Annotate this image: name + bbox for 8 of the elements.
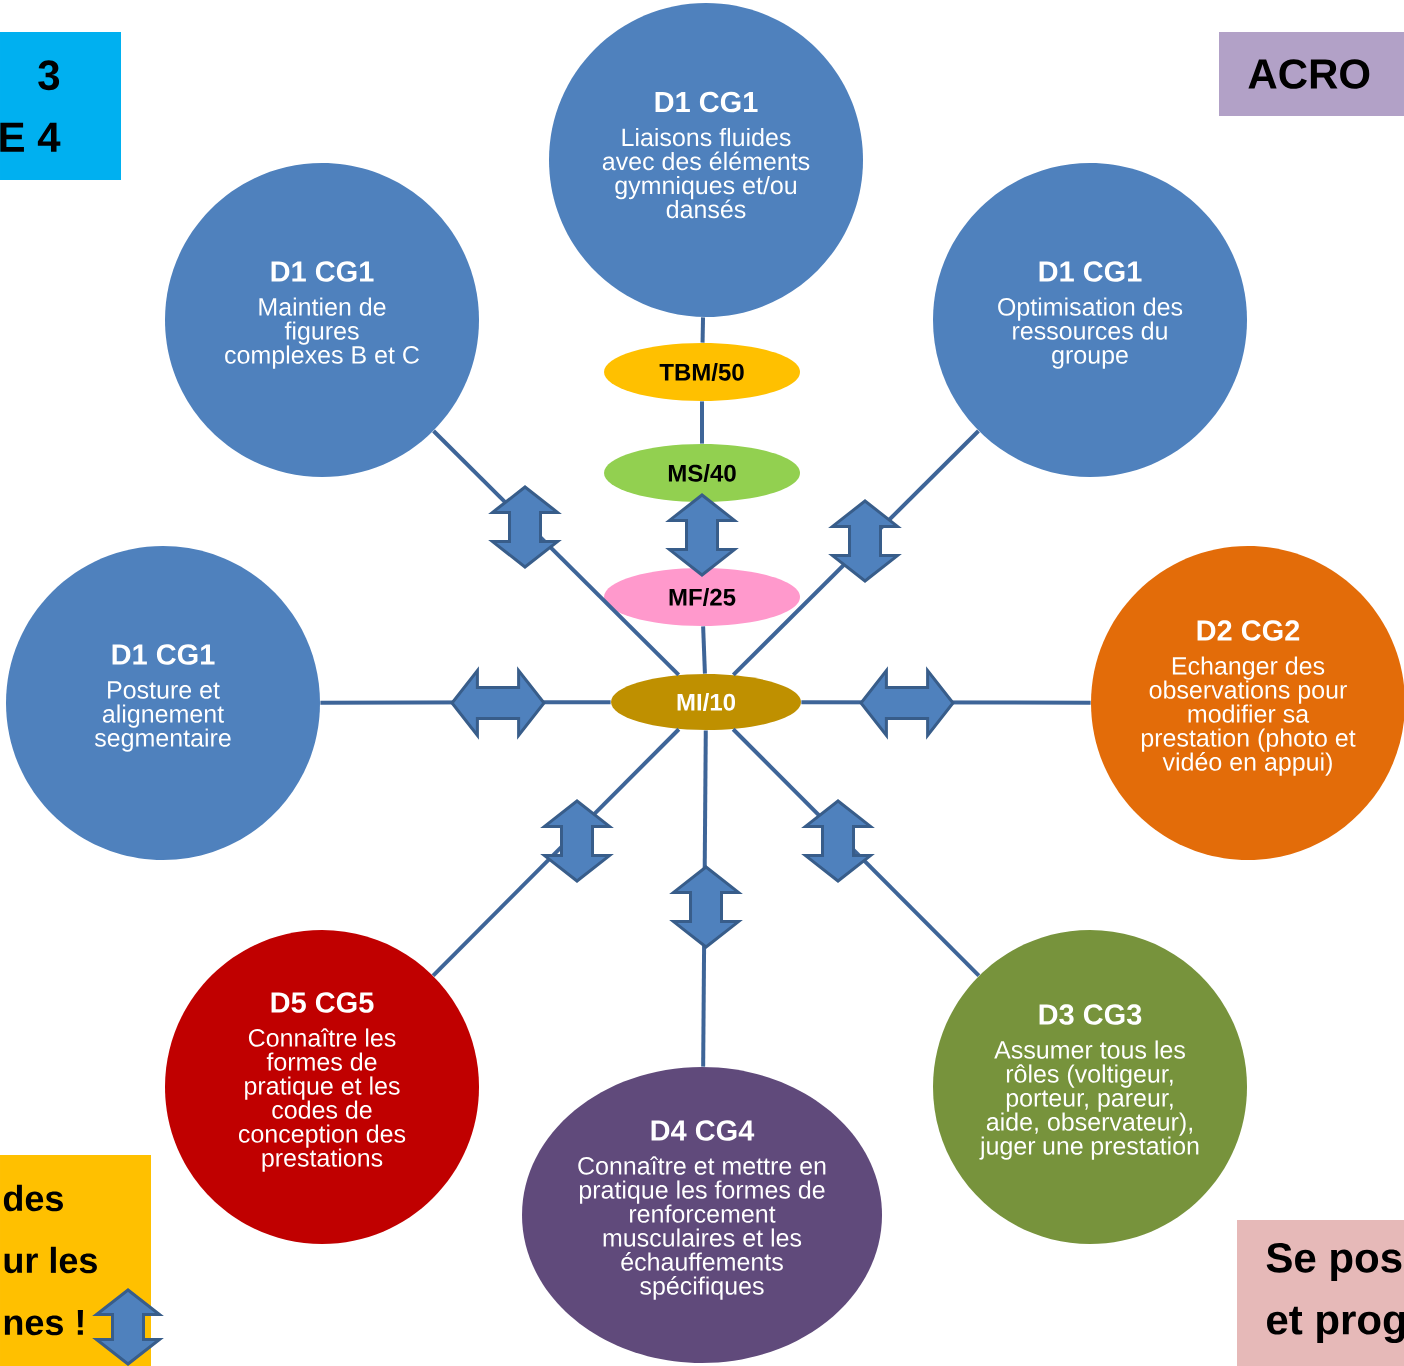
title-box: ACRO bbox=[1219, 32, 1404, 116]
title-box: 3 E 4 bbox=[0, 32, 121, 180]
connector-line bbox=[700, 317, 706, 343]
title-box: des ur les nes ! bbox=[0, 1155, 151, 1366]
double-arrow-connector bbox=[665, 493, 739, 577]
connector-line bbox=[700, 401, 704, 444]
connector-line bbox=[701, 626, 707, 674]
title-box: Se pos et prog bbox=[1237, 1220, 1404, 1366]
